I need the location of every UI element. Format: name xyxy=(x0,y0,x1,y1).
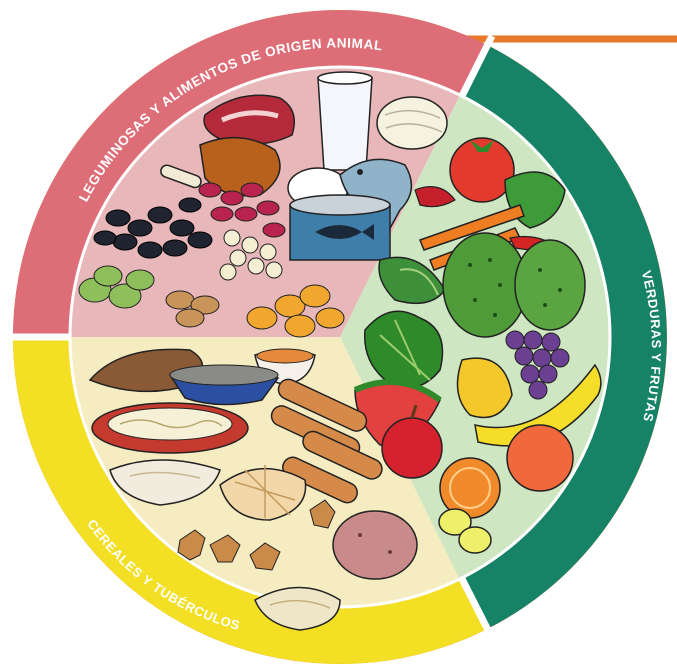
nopales xyxy=(443,233,585,337)
cheese xyxy=(377,97,447,149)
rice-bowl xyxy=(170,365,278,405)
potato xyxy=(333,511,417,579)
tuna-can xyxy=(290,195,390,260)
orange xyxy=(440,458,500,518)
glass-of-milk xyxy=(318,72,372,170)
tomato xyxy=(450,138,514,202)
spaghetti xyxy=(92,403,248,453)
peach xyxy=(507,425,573,491)
